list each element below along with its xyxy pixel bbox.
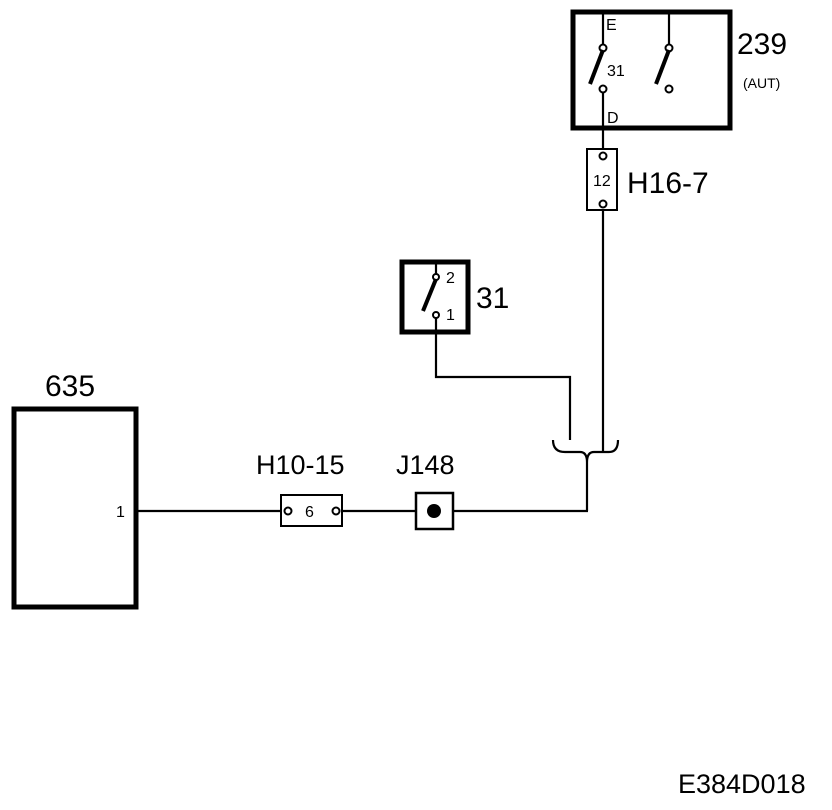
connector-h10-15: 6 H10-15 bbox=[256, 450, 345, 527]
component-31-label: 31 bbox=[476, 282, 509, 315]
connector-h16-7-top-pin bbox=[598, 151, 608, 161]
switch-31-pin-1: 1 bbox=[446, 307, 455, 324]
switch-label-31: 31 bbox=[607, 63, 625, 80]
pin-label-d: D bbox=[607, 110, 619, 127]
connector-h10-15-left-pin bbox=[283, 506, 293, 516]
component-239-box bbox=[570, 9, 733, 131]
switch-31-blade bbox=[421, 278, 438, 312]
component-31: 2 1 31 bbox=[399, 259, 509, 335]
component-239-sublabel: (AUT) bbox=[743, 75, 780, 91]
component-635-box bbox=[11, 406, 139, 610]
pin-label-e: E bbox=[606, 17, 617, 34]
connector-h10-15-right-pin bbox=[331, 506, 341, 516]
connector-h10-15-pin: 6 bbox=[305, 504, 314, 521]
connector-h16-7: 12 H16-7 bbox=[586, 148, 709, 211]
component-239: E 31 D 239 (AUT) bbox=[570, 9, 787, 131]
junction-bracket bbox=[551, 439, 620, 463]
wire-31-to-junction bbox=[434, 332, 572, 440]
switch-239-right-blade bbox=[654, 49, 671, 85]
component-239-label: 239 bbox=[737, 28, 787, 61]
connector-h16-7-bottom-pin bbox=[598, 199, 608, 209]
connector-h16-7-label: H16-7 bbox=[627, 167, 709, 200]
connector-h10-15-label: H10-15 bbox=[256, 450, 345, 480]
component-635-label: 635 bbox=[45, 370, 95, 403]
splice-j148: J148 bbox=[396, 450, 455, 531]
component-635: 1 635 bbox=[11, 370, 139, 610]
component-635-pin: 1 bbox=[116, 504, 125, 521]
splice-j148-label: J148 bbox=[396, 450, 455, 480]
connector-h16-7-pin: 12 bbox=[593, 173, 611, 190]
switch-239-left-blade bbox=[588, 49, 605, 85]
diagram-code: E384D018 bbox=[678, 769, 806, 799]
switch-31-pin-2: 2 bbox=[446, 270, 455, 287]
splice-j148-dot bbox=[427, 504, 441, 518]
switch-239-right-bottom-terminal bbox=[664, 84, 674, 94]
switch-31-bottom-terminal bbox=[432, 311, 440, 319]
switch-239-d-terminal bbox=[598, 84, 608, 94]
